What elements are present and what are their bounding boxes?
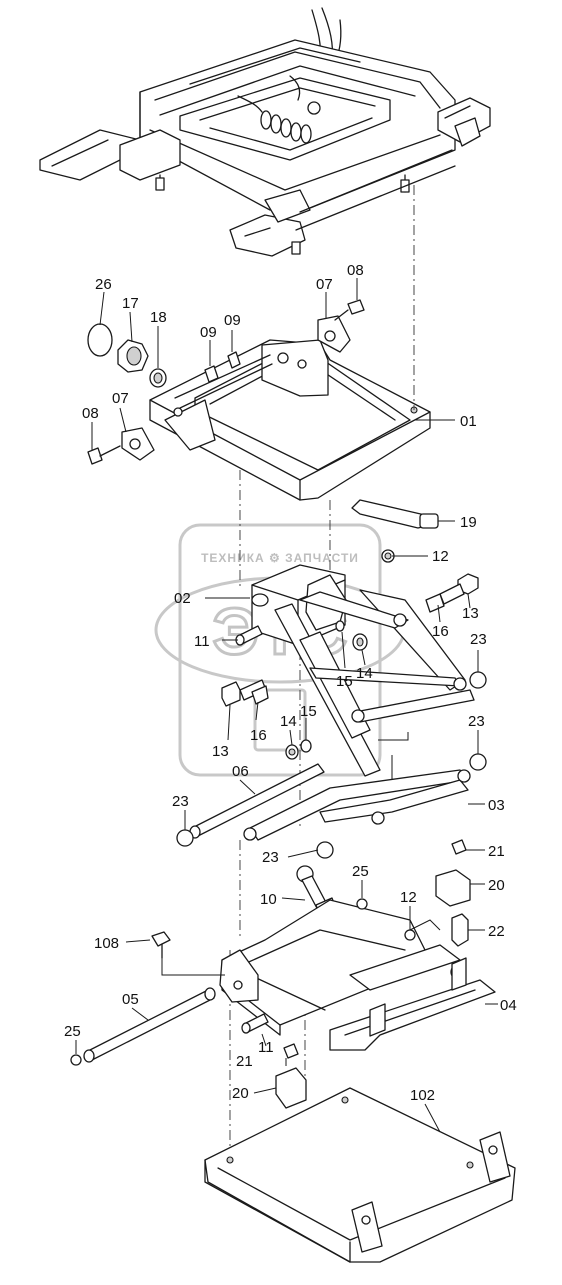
watermark: ТЕХНИКА ⚙ ЗАПЧАСТИ ЭТС [154,523,406,777]
seat-frame-assembly [39,7,491,257]
callout-01: 01 [460,413,477,430]
callout-25-lower: 25 [64,1023,81,1040]
callout-102: 102 [410,1087,435,1104]
callout-13-upper: 13 [462,605,479,622]
callout-11-upper: 11 [194,633,210,650]
callout-11-lower: 11 [258,1039,274,1056]
callout-02: 02 [174,590,191,607]
callout-09-right: 09 [224,312,241,329]
callout-12-lower: 12 [400,889,417,906]
upper-mount-plate [149,339,431,501]
callout-16-lower: 16 [250,727,267,744]
callout-20-lower: 20 [232,1085,249,1102]
callout-21-upper: 21 [488,843,505,860]
callout-06: 06 [232,763,249,780]
callout-16-upper: 16 [432,623,449,640]
callout-07-top: 07 [316,276,333,293]
callout-26: 26 [95,276,112,293]
callout-03: 03 [488,797,505,814]
callout-25-upper: 25 [352,863,369,880]
callout-14-upper: 14 [356,665,373,682]
callout-labels: 26 17 18 09 09 07 08 08 07 01 19 12 02 1… [64,262,517,1104]
callout-08-left: 08 [82,405,99,422]
callout-07-left: 07 [112,390,129,407]
callout-04: 04 [500,997,517,1014]
lower-assembly [70,839,516,1263]
callout-23-c: 23 [172,793,189,810]
callout-10: 10 [260,891,277,908]
callout-20-upper: 20 [488,877,505,894]
callout-14-lower: 14 [280,713,297,730]
callout-15-upper: 15 [336,673,353,690]
callout-23-d: 23 [262,849,279,866]
callout-23-a: 23 [470,631,487,648]
callout-05: 05 [122,991,139,1008]
callout-17: 17 [122,295,139,312]
callout-23-b: 23 [468,713,485,730]
callout-22: 22 [488,923,505,940]
callout-13-lower: 13 [212,743,229,760]
callout-18: 18 [150,309,167,326]
scissor-linkage [176,499,487,859]
knob-and-caps [87,299,365,465]
leader-lines [75,278,498,1133]
callout-108: 108 [94,935,119,952]
spring [237,75,321,144]
watermark-text: ТЕХНИКА ⚙ ЗАПЧАСТИ [201,551,359,565]
callout-19: 19 [460,514,477,531]
callout-15-lower: 15 [300,703,317,720]
callout-09-left: 09 [200,324,217,341]
callout-12-upper: 12 [432,548,449,565]
callout-08-top: 08 [347,262,364,279]
callout-21-lower: 21 [236,1053,253,1070]
